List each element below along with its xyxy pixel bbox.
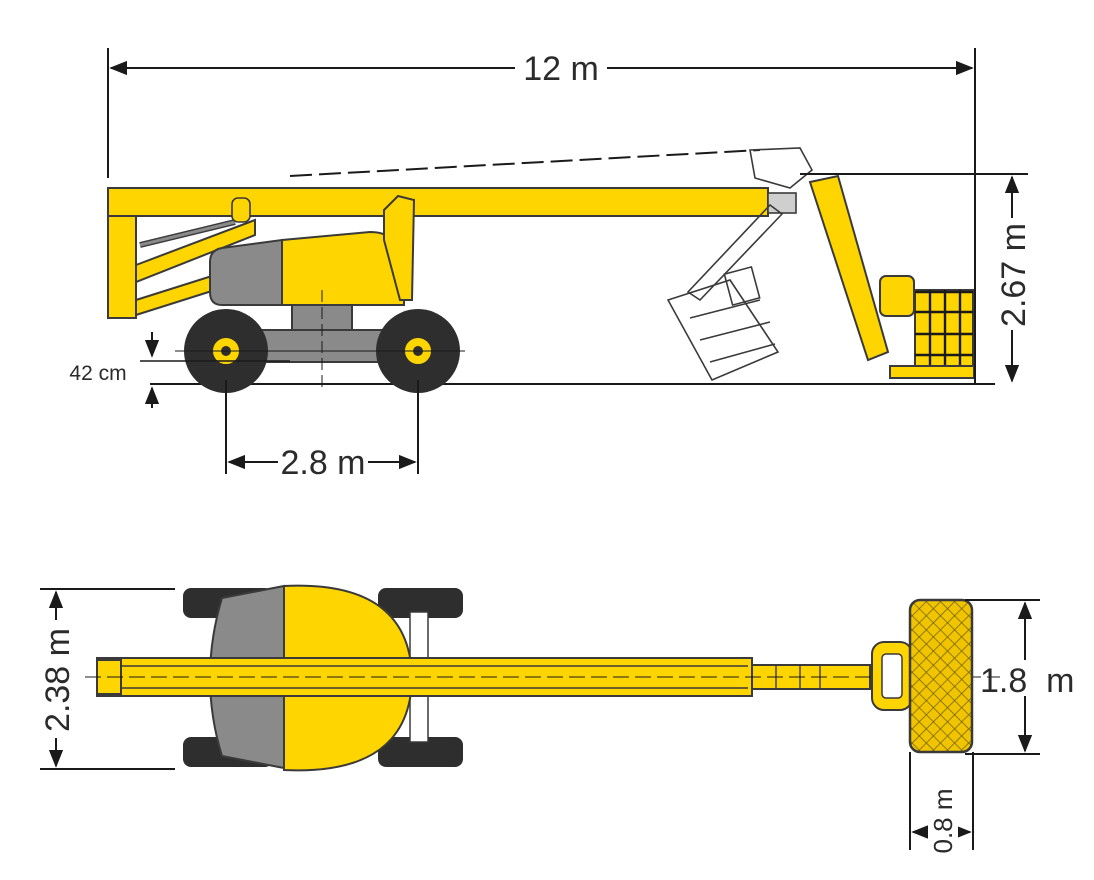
label-wheelbase: 2.8 m	[280, 444, 365, 482]
platform-top	[908, 598, 974, 754]
boom-raised-jib-outline	[749, 147, 814, 189]
label-stowed-height: 2.67 m	[995, 223, 1033, 327]
label-platform-depth: 0.8 m	[928, 788, 958, 853]
main-boom	[107, 187, 769, 217]
dimension-platform-width	[965, 599, 1046, 755]
jib-intermediate-outline	[666, 203, 784, 382]
dimension-stowed-height	[800, 173, 1030, 383]
platform-basket	[889, 289, 975, 379]
boom-pivot	[231, 197, 251, 223]
tire-front-right	[378, 737, 463, 767]
dimension-ground-clearance	[140, 332, 290, 408]
dimension-platform-depth	[909, 752, 974, 850]
label-ground-clearance: 42 cm	[69, 362, 126, 385]
dimension-overall-width	[38, 588, 175, 770]
tire-front-left	[378, 588, 463, 618]
side-view: 12 m 2.67 m 42 cm 2.8 m	[69, 48, 1033, 482]
jib-arm	[808, 174, 915, 362]
boom-raised-dashed-line	[289, 149, 761, 177]
label-overall-width: 2.38 m	[39, 628, 77, 732]
dimension-wheelbase	[225, 380, 419, 480]
dimension-overall-length	[107, 48, 976, 384]
top-view: 2.38 m 1.8 m 0.8 m	[38, 584, 1074, 854]
boom-head	[767, 192, 797, 214]
label-platform-width: 1.8 m	[980, 662, 1074, 700]
label-overall-length: 12 m	[523, 50, 599, 88]
